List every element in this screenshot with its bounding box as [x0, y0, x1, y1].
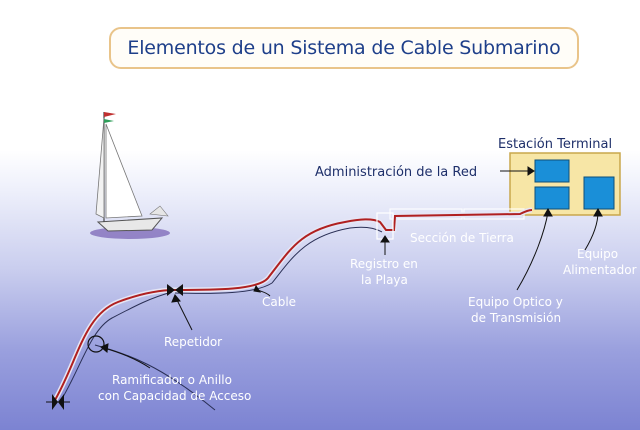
beach-manhole-label-line2: la Playa [361, 273, 408, 287]
network-admin-equipment [534, 159, 570, 183]
power-equipment-label-line2: Alimentador [563, 263, 637, 277]
title-box: Elementos de un Sistema de Cable Submari… [109, 27, 579, 69]
diagram-title: Elementos de un Sistema de Cable Submari… [127, 37, 561, 59]
secondary-cable [59, 226, 383, 403]
repeater-bottom-icon [46, 394, 70, 410]
cable-label: Cable [262, 295, 296, 309]
power-equipment-label-line1: Equipo [577, 247, 618, 261]
station-label: Estación Terminal [498, 137, 612, 152]
network-admin-label: Administración de la Red [315, 165, 477, 180]
branching-label-line1: Ramificador o Anillo [112, 373, 232, 387]
branching-unit-icon [87, 335, 105, 353]
power-feeding-equipment [583, 176, 615, 210]
optical-equipment-label-line1: Equipo Optico y [468, 295, 563, 309]
land-section-label: Sección de Tierra [410, 231, 514, 245]
beach-manhole-label-line1: Registro en [350, 257, 418, 271]
optical-equipment-label-line2: de Transmisión [471, 311, 561, 325]
optical-equipment [534, 186, 570, 210]
branching-label-line2: con Capacidad de Acceso [98, 389, 251, 403]
callout-arrows [100, 166, 603, 369]
sailboat-icon [90, 112, 170, 239]
repeater-icon [167, 284, 183, 296]
repeater-label: Repetidor [164, 335, 222, 349]
